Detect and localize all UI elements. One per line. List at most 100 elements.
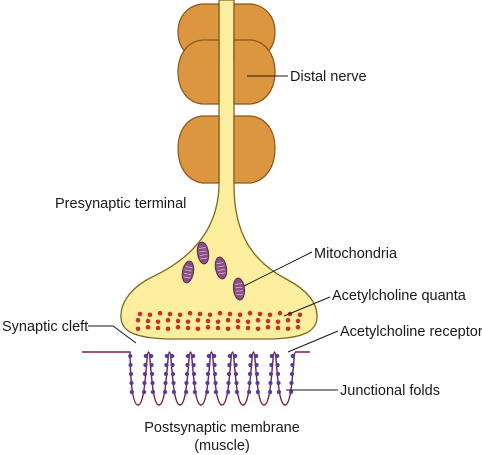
acetylcholine-quantum-35 <box>135 326 141 332</box>
acetylcholine-quanta-group <box>135 310 303 332</box>
acetylcholine-receptor-58 <box>247 371 253 377</box>
acetylcholine-receptor-66 <box>269 353 274 359</box>
acetylcholine-quantum-44 <box>225 326 231 332</box>
acetylcholine-receptor-10 <box>142 389 147 395</box>
acetylcholine-receptor-36 <box>206 353 211 359</box>
acetylcholine-receptor-7 <box>143 362 148 368</box>
acetylcholine-receptor-74 <box>276 380 281 386</box>
acetylcholine-quantum-15 <box>277 310 283 316</box>
mitochondrion-4 <box>232 277 246 301</box>
acetylcholine-receptors-group <box>128 353 295 395</box>
acetylcholine-quantum-4 <box>167 311 173 317</box>
acetylcholine-receptor-34 <box>192 380 197 386</box>
acetylcholine-receptor-18 <box>163 371 169 377</box>
acetylcholine-quantum-31 <box>265 318 271 324</box>
acetylcholine-receptor-4 <box>129 380 134 386</box>
acetylcholine-quantum-22 <box>175 318 181 324</box>
acetylcholine-receptor-51 <box>233 353 238 359</box>
acetylcholine-receptor-54 <box>234 380 239 386</box>
acetylcholine-receptor-52 <box>233 362 238 368</box>
acetylcholine-receptor-40 <box>205 389 210 395</box>
acetylcholine-quantum-46 <box>245 325 251 331</box>
acetylcholine-receptor-37 <box>206 362 211 368</box>
acetylcholine-receptor-47 <box>227 362 232 368</box>
acetylcholine-receptor-19 <box>163 380 168 386</box>
acetylcholine-quantum-30 <box>255 317 261 323</box>
acetylcholine-quantum-33 <box>285 317 291 323</box>
postsynaptic-membrane-sub-label: (muscle) <box>194 438 250 454</box>
acetylcholine-quantum-10 <box>227 311 233 317</box>
acetylcholine-receptor-57 <box>248 362 253 368</box>
acetylcholine-quantum-5 <box>177 312 183 318</box>
mitochondria-leader <box>243 251 313 287</box>
myelin-segment-right-3 <box>233 115 276 184</box>
acetylcholine-quantum-12 <box>247 310 253 316</box>
mitochondrion-crista <box>184 269 192 272</box>
acetylcholine-quantum-18 <box>135 317 141 323</box>
mitochondrion-1 <box>196 241 210 265</box>
acetylcholine-receptor-44 <box>213 380 218 386</box>
acetylcholine-receptor-17 <box>164 362 169 368</box>
acetylcholine-receptor-32 <box>191 362 196 368</box>
acetylcholine-receptor-75 <box>276 389 281 395</box>
acetylcholine-quantum-39 <box>175 324 181 330</box>
myelin-segment-left-3 <box>177 115 220 184</box>
acetylcholine-receptor-42 <box>212 362 217 368</box>
acetylcholine-receptor-16 <box>164 353 169 359</box>
mitochondrion-crista <box>235 290 243 292</box>
acetylcholine-quanta-leader <box>283 296 331 317</box>
acetylcholine-quantum-13 <box>257 311 263 317</box>
acetylcholine-quantum-29 <box>245 319 251 325</box>
mitochondrion-crista <box>216 262 224 265</box>
acetylcholine-receptor-48 <box>226 371 232 377</box>
acetylcholine-quantum-25 <box>205 318 211 324</box>
acetylcholine-quantum-36 <box>145 324 151 330</box>
mitochondrion-3 <box>181 260 195 284</box>
mitochondrion-crista <box>183 276 191 279</box>
acetylcholine-receptor-67 <box>269 362 274 368</box>
acetylcholine-quantum-34 <box>295 318 301 324</box>
acetylcholine-receptor-46 <box>227 353 232 359</box>
acetylcholine-receptor-73 <box>275 371 281 377</box>
acetylcholine-receptor-61 <box>254 353 259 359</box>
acetylcholine-quantum-3 <box>157 310 163 316</box>
mitochondrion-crista <box>184 272 192 275</box>
mitochondrion-crista <box>199 254 207 256</box>
acetylcholine-receptor-45 <box>213 389 218 395</box>
acetylcholine-quantum-41 <box>195 326 201 332</box>
acetylcholine-receptor-68 <box>268 371 274 377</box>
acetylcholine-quantum-47 <box>255 326 261 332</box>
myelin-segment-right-2 <box>233 39 276 105</box>
acetylcholine-receptor-5 <box>129 389 134 395</box>
acetylcholine-receptor-39 <box>205 380 210 386</box>
acetylcholine-receptor-15 <box>150 389 155 395</box>
acetylcholine-quantum-9 <box>217 310 223 316</box>
acetylcholine-quantum-1 <box>137 311 143 317</box>
acetylcholine-receptor-77 <box>290 362 295 368</box>
postsynaptic-membrane-label: Postsynaptic membrane <box>144 420 300 436</box>
mitochondrion-crista <box>198 247 206 249</box>
acetylcholine-receptor-38 <box>205 371 211 377</box>
mitochondrion-crista <box>185 266 193 269</box>
acetylcholine-quantum-48 <box>265 324 271 330</box>
acetylcholine-quantum-24 <box>195 317 201 323</box>
acetylcholine-receptor-2 <box>128 362 133 368</box>
mitochondrion-crista <box>217 268 225 271</box>
acetylcholine-quantum-2 <box>147 312 153 318</box>
synaptic-cleft-leader <box>88 325 137 344</box>
acetylcholine-quanta-label: Acetylcholine quanta <box>332 288 467 304</box>
myelin-segment-left-2 <box>177 39 220 105</box>
acetylcholine-receptor-33 <box>191 371 197 377</box>
mitochondrion-crista <box>234 283 242 285</box>
acetylcholine-quantum-45 <box>235 324 241 330</box>
acetylcholine-receptor-41 <box>212 353 217 359</box>
acetylcholine-receptor-31 <box>191 353 196 359</box>
acetylcholine-quantum-17 <box>297 312 303 318</box>
junctional-folds-label: Junctional folds <box>340 383 440 399</box>
acetylcholine-quantum-8 <box>207 312 213 318</box>
acetylcholine-receptor-14 <box>150 380 155 386</box>
postsynaptic-membrane-line <box>82 351 310 406</box>
mitochondrion-crista <box>200 257 208 260</box>
